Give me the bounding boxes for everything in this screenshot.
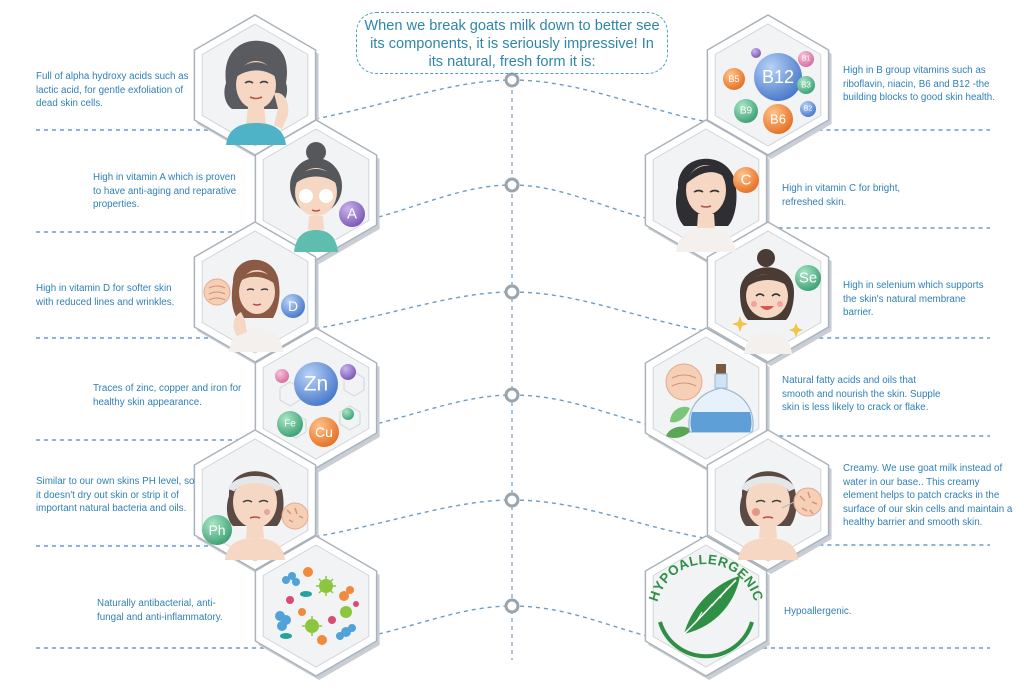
vitamin-a-badge: A xyxy=(347,206,357,223)
left-caption-5: Similar to our own skins PH level, so it… xyxy=(36,476,195,515)
selenium-badge: Se xyxy=(799,270,817,287)
spine-nodes xyxy=(504,72,520,614)
woman-dark-hair-icon xyxy=(676,158,759,252)
woman-wrinkles-icon xyxy=(203,259,305,352)
vitamin-b6-badge: B6 xyxy=(770,112,786,127)
bacteria-icon xyxy=(275,567,359,645)
connector-lines xyxy=(36,74,990,660)
left-caption-1: Full of alpha hydroxy acids such as lact… xyxy=(36,71,189,110)
right-caption-2: High in vitamin C for bright, refreshed … xyxy=(782,183,901,208)
vitamin-d-badge: D xyxy=(288,298,298,314)
oil-bottle-icon xyxy=(665,363,754,438)
iron-badge: Fe xyxy=(284,419,296,430)
right-caption-3: High in selenium which supports the skin… xyxy=(843,280,984,319)
right-connector-5 xyxy=(511,499,990,546)
right-connector-3 xyxy=(511,291,990,339)
copper-badge: Cu xyxy=(315,424,333,440)
vitamin-b12-badge: B12 xyxy=(762,67,794,87)
spine-node-6 xyxy=(504,598,520,614)
spine-node-1 xyxy=(504,72,520,88)
woman-headband-icon xyxy=(202,471,309,560)
woman-with-bun-icon xyxy=(290,142,365,252)
woman-touching-face-icon xyxy=(224,40,289,145)
vitamin-b9-badge: B9 xyxy=(740,106,753,117)
zinc-badge: Zn xyxy=(304,373,329,396)
left-caption-4: Traces of zinc, copper and iron for heal… xyxy=(93,383,242,408)
infographic-title: When we break goats milk down to better … xyxy=(356,12,668,74)
spine-node-4 xyxy=(504,387,520,403)
vitamin-c-badge: C xyxy=(741,172,752,189)
left-caption-6: Naturally antibacterial, anti-fungal and… xyxy=(97,598,223,623)
left-caption-3: High in vitamin D for softer skin with r… xyxy=(36,283,175,308)
spine-node-3 xyxy=(504,284,520,300)
b-vitamins-icon xyxy=(723,48,816,134)
spine-node-2 xyxy=(504,177,520,193)
right-caption-6: Hypoallergenic. xyxy=(784,606,852,617)
minerals-icon xyxy=(275,362,365,447)
vitamin-b3-badge: B3 xyxy=(801,81,811,90)
woman-skin-patch-icon xyxy=(738,471,823,560)
happy-girl-icon xyxy=(732,249,821,354)
right-caption-5: Creamy. We use goat milk instead of wate… xyxy=(843,463,1013,529)
right-caption-4: Natural fatty acids and oils that smooth… xyxy=(782,375,941,414)
spine-node-5 xyxy=(504,492,520,508)
hypoallergenic-seal-icon xyxy=(658,576,754,659)
vitamin-b5-badge: B5 xyxy=(728,74,739,84)
vitamin-b2-badge: B2 xyxy=(804,106,813,113)
vitamin-b1-badge: B1 xyxy=(802,56,811,63)
right-caption-1: High in B group vitamins such as ribofla… xyxy=(843,65,995,104)
left-caption-2: High in vitamin A which is proven to hav… xyxy=(93,172,237,211)
ph-badge: Ph xyxy=(208,522,225,538)
